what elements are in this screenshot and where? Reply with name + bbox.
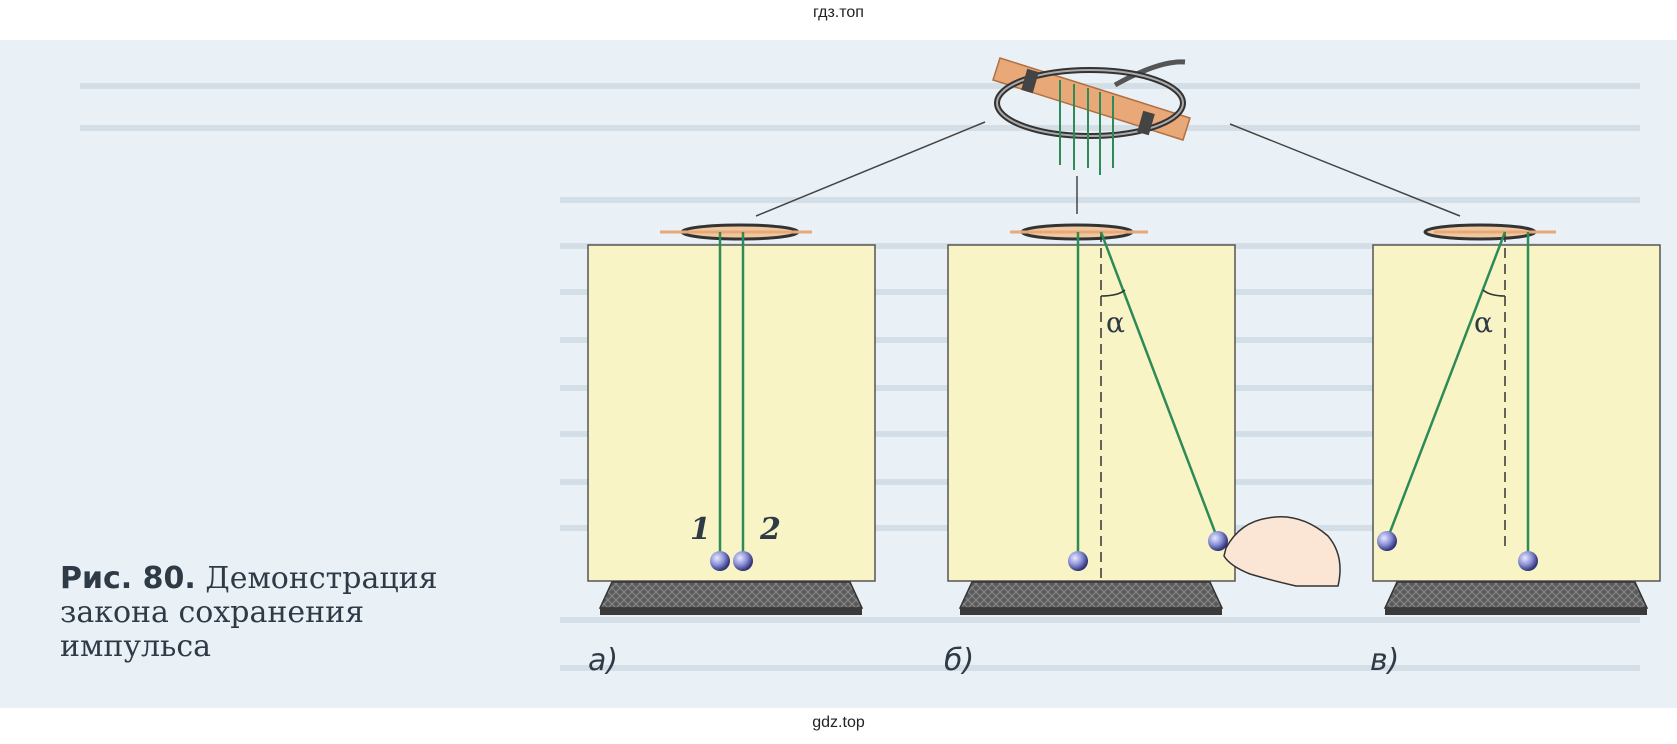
ball-number-2: 2 [760, 512, 781, 547]
suspension-detail [755, 57, 1461, 217]
ball-number-1: 1 [690, 512, 711, 547]
panel-label-b: б) [944, 643, 975, 678]
watermark-bottom: gdz.top [812, 714, 865, 731]
panel-label-v: в) [1370, 643, 1400, 678]
hand-icon [1223, 516, 1341, 587]
panel-b [947, 223, 1341, 615]
panel-a [587, 223, 876, 615]
caption-label: Рис. 80. [60, 561, 196, 596]
panel-label-a: а) [588, 643, 619, 678]
caption-line-2: закона сохранения [60, 595, 365, 630]
figure-caption: Рис. 80. Демонстрация закона сохранения … [60, 562, 438, 664]
angle-label-b: α [1106, 306, 1125, 339]
panel-v [1372, 223, 1661, 615]
angle-label-v: α [1474, 306, 1493, 339]
caption-line-1: Демонстрация [205, 561, 438, 596]
watermark-top: гдз.топ [813, 4, 864, 21]
caption-line-3: импульса [60, 629, 212, 664]
